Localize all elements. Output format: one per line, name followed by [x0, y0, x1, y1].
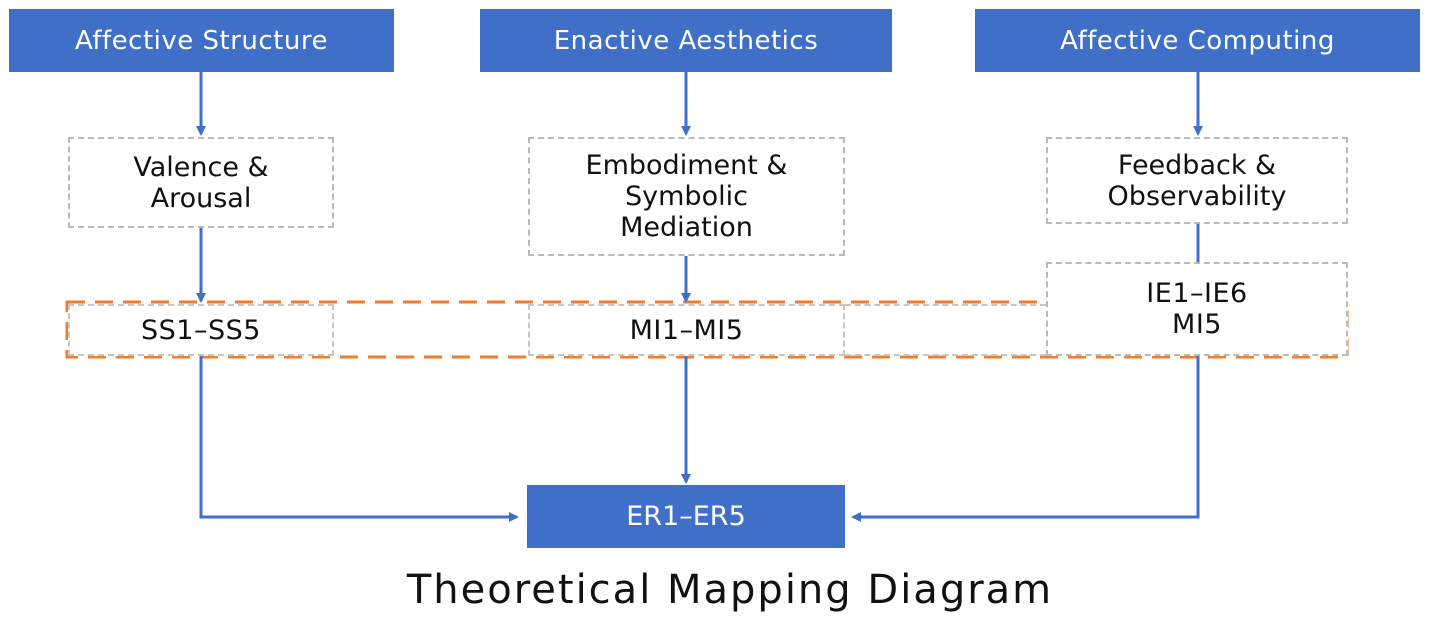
arrow-ss-to-er: [199, 356, 519, 522]
feedback-observability-box: Feedback & Observability: [1046, 137, 1348, 224]
er-outcome-box: ER1–ER5: [527, 485, 845, 548]
arrow-ie-to-er: [851, 356, 1200, 522]
affective-computing-label: Affective Computing: [1060, 25, 1335, 56]
ie-items-label: IE1–IE6 MI5: [1146, 278, 1248, 340]
affective-computing-box: Affective Computing: [975, 9, 1420, 72]
er-outcome-label: ER1–ER5: [626, 501, 746, 532]
ss-items-label: SS1–SS5: [141, 314, 261, 346]
enactive-aesthetics-label: Enactive Aesthetics: [553, 25, 819, 56]
valence-arousal-box: Valence & Arousal: [68, 137, 334, 228]
highlight-band: [65, 300, 1349, 359]
affective-structure-box: Affective Structure: [9, 9, 394, 72]
mi-items-box: MI1–MI5: [528, 304, 845, 356]
diagram-title: Theoretical Mapping Diagram: [406, 567, 1054, 613]
affective-structure-label: Affective Structure: [75, 25, 328, 56]
mi-items-label: MI1–MI5: [629, 314, 744, 346]
feedback-observability-label: Feedback & Observability: [1107, 149, 1287, 212]
ss-items-box: SS1–SS5: [68, 304, 334, 356]
enactive-aesthetics-box: Enactive Aesthetics: [480, 9, 892, 72]
valence-arousal-label: Valence & Arousal: [133, 151, 269, 214]
band-gap-segment: [845, 304, 1046, 356]
embodiment-label: Embodiment & Symbolic Mediation: [585, 150, 788, 243]
ie-items-box: IE1–IE6 MI5: [1046, 262, 1348, 356]
embodiment-box: Embodiment & Symbolic Mediation: [528, 137, 845, 256]
